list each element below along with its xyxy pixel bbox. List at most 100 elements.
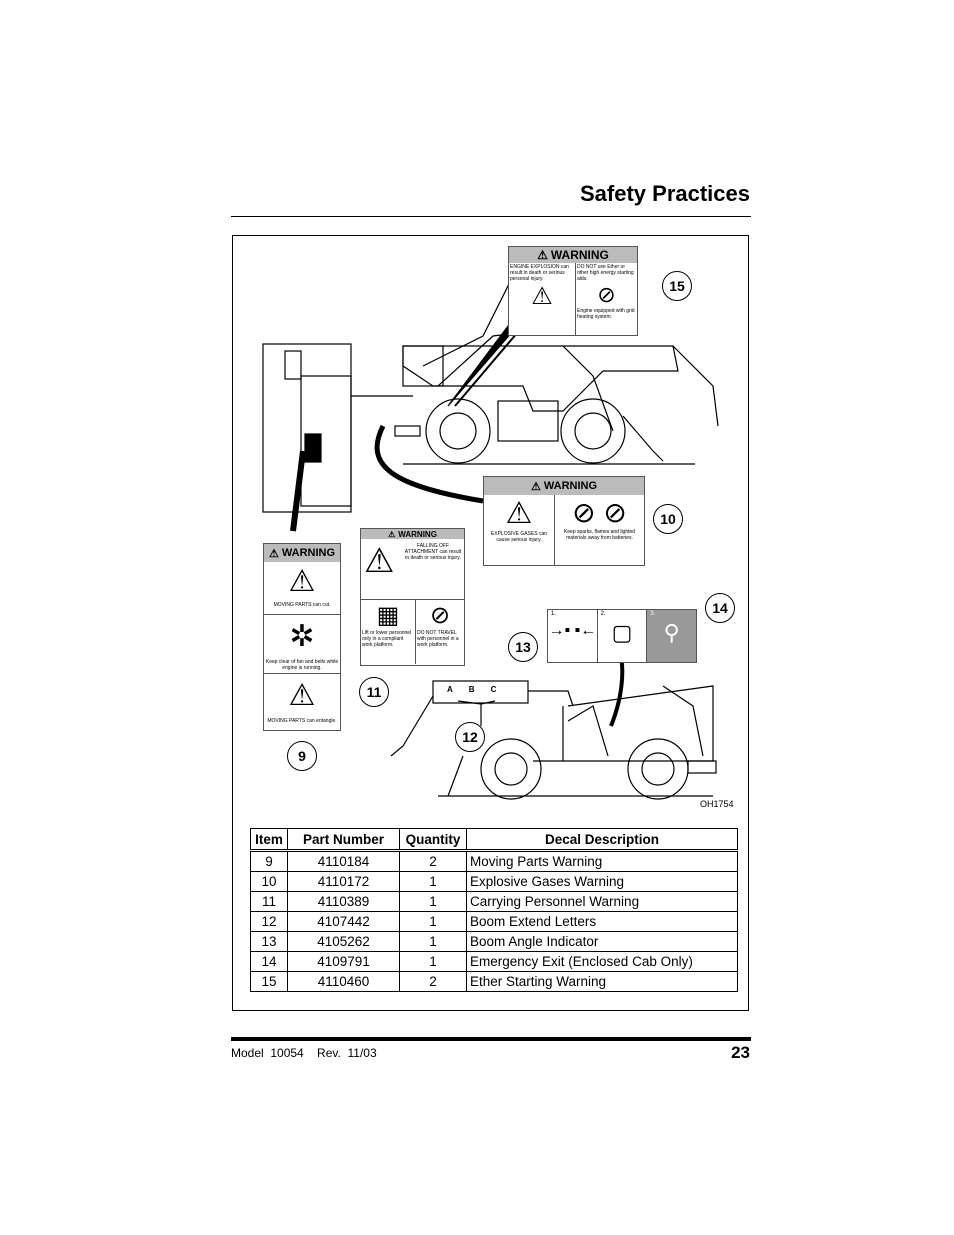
decal-header-text: WARNING bbox=[543, 480, 598, 492]
footer-rule bbox=[231, 1037, 751, 1041]
callout-13: 13 bbox=[508, 632, 538, 662]
cell-description: Boom Extend Letters bbox=[466, 911, 738, 932]
no-smoking-no-flame-icon: ⊘ ⊘ bbox=[572, 497, 627, 528]
header-decal-description: Decal Description bbox=[466, 828, 738, 852]
boom-letter-c: C bbox=[490, 685, 497, 694]
ether-right-text: DO NOT use Ether or other high energy st… bbox=[577, 264, 634, 282]
decal-header: ⚠ WARNING bbox=[484, 477, 644, 495]
cell-part-number: 4105262 bbox=[287, 931, 400, 952]
warning-triangle-icon: ⚠ bbox=[537, 248, 548, 262]
exit-step-1-label: 1. bbox=[551, 611, 557, 617]
cell-description: Explosive Gases Warning bbox=[466, 871, 738, 892]
title-rule bbox=[231, 216, 751, 217]
cell-part-number: 4110389 bbox=[287, 891, 400, 912]
cell-item: 11 bbox=[250, 891, 288, 912]
cell-quantity: 1 bbox=[399, 931, 467, 952]
warning-triangle-icon: ⚠ bbox=[388, 529, 396, 539]
fan-cut-icon: ⚠ bbox=[288, 565, 316, 598]
cell-part-number: 4109791 bbox=[287, 951, 400, 972]
work-platform-icon: ▦ bbox=[376, 602, 400, 629]
header-part-number: Part Number bbox=[287, 828, 400, 852]
fan-icon: ✲ bbox=[289, 620, 315, 653]
personnel-left-text: Lift or lower personnel only in a compli… bbox=[362, 630, 412, 648]
no-ether-icon: ⊘ bbox=[597, 282, 616, 307]
moving-parts-text3: MOVING PARTS can entangle. bbox=[267, 718, 337, 724]
footer-model: Model 10054 Rev. 11/03 bbox=[231, 1046, 377, 1060]
moving-parts-decal: ⚠ WARNING ⚠ MOVING PARTS can cut. ✲ Keep… bbox=[263, 543, 341, 731]
ether-warning-decal: ⚠ WARNING ENGINE EXPLOSION can result in… bbox=[508, 246, 638, 336]
decal-header: ⚠ WARNING bbox=[509, 247, 637, 263]
explosion-triangle-icon: ⚠ bbox=[531, 283, 553, 310]
table-header-row: Item Part Number Quantity Decal Descript… bbox=[250, 828, 738, 852]
lower-machine-drawing bbox=[390, 639, 717, 800]
cell-description: Carrying Personnel Warning bbox=[466, 891, 738, 912]
engine-closeup-drawing bbox=[262, 343, 413, 532]
cell-part-number: 4110172 bbox=[287, 871, 400, 892]
window-push-icon: ▢ bbox=[611, 620, 633, 645]
cell-item: 12 bbox=[250, 911, 288, 932]
cell-item: 9 bbox=[250, 850, 288, 872]
callout-15: 15 bbox=[662, 271, 692, 301]
decal-header: ⚠ WARNING bbox=[264, 544, 340, 562]
explosive-gases-decal: ⚠ WARNING ⚠ EXPLOSIVE GASES can cause se… bbox=[483, 476, 645, 566]
callout-9: 9 bbox=[287, 741, 317, 771]
exit-step-2-label: 2. bbox=[600, 611, 606, 617]
personnel-right-text: DO NOT TRAVEL with personnel in a work p… bbox=[417, 630, 459, 648]
emergency-exit-decal: 1. →▪ ▪← 2. ▢ 3. ⚲ bbox=[547, 609, 697, 663]
decal-header-text: WARNING bbox=[281, 547, 336, 559]
cell-description: Emergency Exit (Enclosed Cab Only) bbox=[466, 951, 738, 972]
person-exit-icon: ⚲ bbox=[663, 620, 680, 645]
header-item: Item bbox=[250, 828, 288, 852]
decal-figure-frame: ⚠ WARNING ENGINE EXPLOSION can result in… bbox=[232, 235, 749, 1011]
callout-10: 10 bbox=[653, 504, 683, 534]
explosive-right-text: Keep sparks, flames and lighted material… bbox=[563, 529, 636, 541]
upper-machine-drawing bbox=[394, 275, 719, 465]
cell-description: Moving Parts Warning bbox=[466, 850, 738, 872]
boom-letter-a: A bbox=[447, 685, 453, 694]
page-number: 23 bbox=[731, 1043, 750, 1062]
cell-item: 13 bbox=[250, 931, 288, 952]
cell-quantity: 2 bbox=[399, 850, 467, 872]
decal-header: ⚠ WARNING bbox=[361, 529, 464, 539]
header-quantity: Quantity bbox=[399, 828, 467, 852]
personnel-top-text: FALLING OFF ATTACHMENT can result in dea… bbox=[404, 543, 462, 561]
exit-step-3-label: 3. bbox=[650, 611, 656, 617]
boom-letter-b: B bbox=[468, 685, 475, 694]
cell-item: 15 bbox=[250, 971, 288, 992]
cell-part-number: 4110184 bbox=[287, 850, 400, 872]
boom-extend-letters: A B C bbox=[447, 685, 496, 694]
moving-parts-text2: Keep clear of fan and belts while engine… bbox=[265, 659, 339, 671]
cell-part-number: 4110460 bbox=[287, 971, 400, 992]
cell-quantity: 2 bbox=[399, 971, 467, 992]
falling-person-icon: ⚠ bbox=[364, 542, 395, 580]
cell-quantity: 1 bbox=[399, 891, 467, 912]
cell-description: Boom Angle Indicator bbox=[466, 931, 738, 952]
belt-entangle-icon: ⚠ bbox=[288, 679, 316, 712]
cell-description: Ether Starting Warning bbox=[466, 971, 738, 992]
battery-explosion-icon: ⚠ bbox=[505, 497, 533, 530]
cell-item: 10 bbox=[250, 871, 288, 892]
ether-left-text: ENGINE EXPLOSION can result in death or … bbox=[510, 264, 569, 282]
decal-parts-table: Item Part Number Quantity Decal Descript… bbox=[250, 828, 738, 992]
cell-item: 14 bbox=[250, 951, 288, 972]
ether-right-bottom: Engine equipped with grid heating system… bbox=[577, 308, 635, 320]
cell-part-number: 4107442 bbox=[287, 911, 400, 932]
latch-release-icon: →▪ ▪← bbox=[548, 622, 597, 639]
cell-quantity: 1 bbox=[399, 951, 467, 972]
callout-11: 11 bbox=[359, 677, 389, 707]
figure-id: OH1754 bbox=[700, 799, 734, 809]
warning-triangle-icon: ⚠ bbox=[268, 547, 279, 560]
cell-quantity: 1 bbox=[399, 911, 467, 932]
page-title: Safety Practices bbox=[580, 181, 750, 206]
moving-parts-text1: MOVING PARTS can cut. bbox=[273, 602, 331, 608]
no-travel-icon: ⊘ bbox=[429, 602, 451, 629]
cell-quantity: 1 bbox=[399, 871, 467, 892]
callout-12: 12 bbox=[455, 722, 485, 752]
explosive-left-text: EXPLOSIVE GASES can cause serious injury… bbox=[490, 531, 548, 543]
